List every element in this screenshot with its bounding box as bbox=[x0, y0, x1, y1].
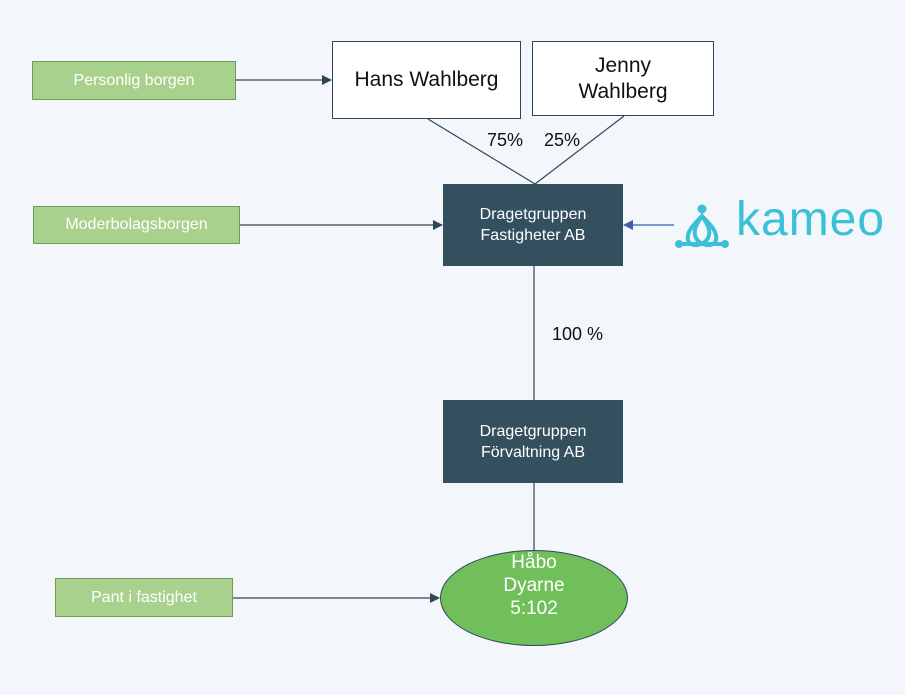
kameo-logo-text: kameo bbox=[736, 193, 886, 246]
property-label: Håbo Dyarne 5:102 bbox=[441, 551, 627, 620]
property-line-3: 5:102 bbox=[510, 598, 558, 619]
jenny-ownership-line bbox=[534, 115, 625, 185]
owner-jenny-name: Jenny Wahlberg bbox=[578, 53, 668, 103]
parent-company-name: Dragetgruppen Fastigheter AB bbox=[479, 206, 587, 244]
property-pledge-box: Pant i fastighet bbox=[55, 578, 233, 617]
property-pledge-label: Pant i fastighet bbox=[91, 588, 197, 606]
parent-guarantee-label: Moderbolagsborgen bbox=[65, 216, 208, 233]
hans-ownership-line bbox=[427, 118, 536, 185]
personal-guarantee-box: Personlig borgen bbox=[32, 61, 236, 100]
kameo-logo-icon bbox=[675, 204, 729, 248]
parent-company-box: Dragetgruppen Fastigheter AB bbox=[443, 184, 623, 266]
subsidiary-company-box: Dragetgruppen Förvaltning AB bbox=[443, 400, 623, 483]
property-line-2: Dyarne bbox=[503, 575, 565, 596]
property-line-1: Håbo bbox=[511, 552, 557, 573]
hans-ownership-percent: 75% bbox=[487, 130, 524, 150]
property-node: Håbo Dyarne 5:102 bbox=[440, 550, 628, 646]
jenny-ownership-percent: 25% bbox=[544, 130, 581, 150]
subsidiary-company-name: Dragetgruppen Förvaltning AB bbox=[479, 422, 587, 461]
subsidiary-ownership-percent: 100 % bbox=[552, 324, 604, 344]
kameo-logo: kameo bbox=[674, 193, 896, 254]
owner-hans-box: Hans Wahlberg bbox=[332, 41, 521, 119]
owner-jenny-box: Jenny Wahlberg bbox=[532, 41, 714, 116]
personal-guarantee-label: Personlig borgen bbox=[73, 71, 195, 89]
parent-guarantee-box: Moderbolagsborgen bbox=[33, 206, 240, 244]
owner-hans-name: Hans Wahlberg bbox=[354, 68, 499, 91]
